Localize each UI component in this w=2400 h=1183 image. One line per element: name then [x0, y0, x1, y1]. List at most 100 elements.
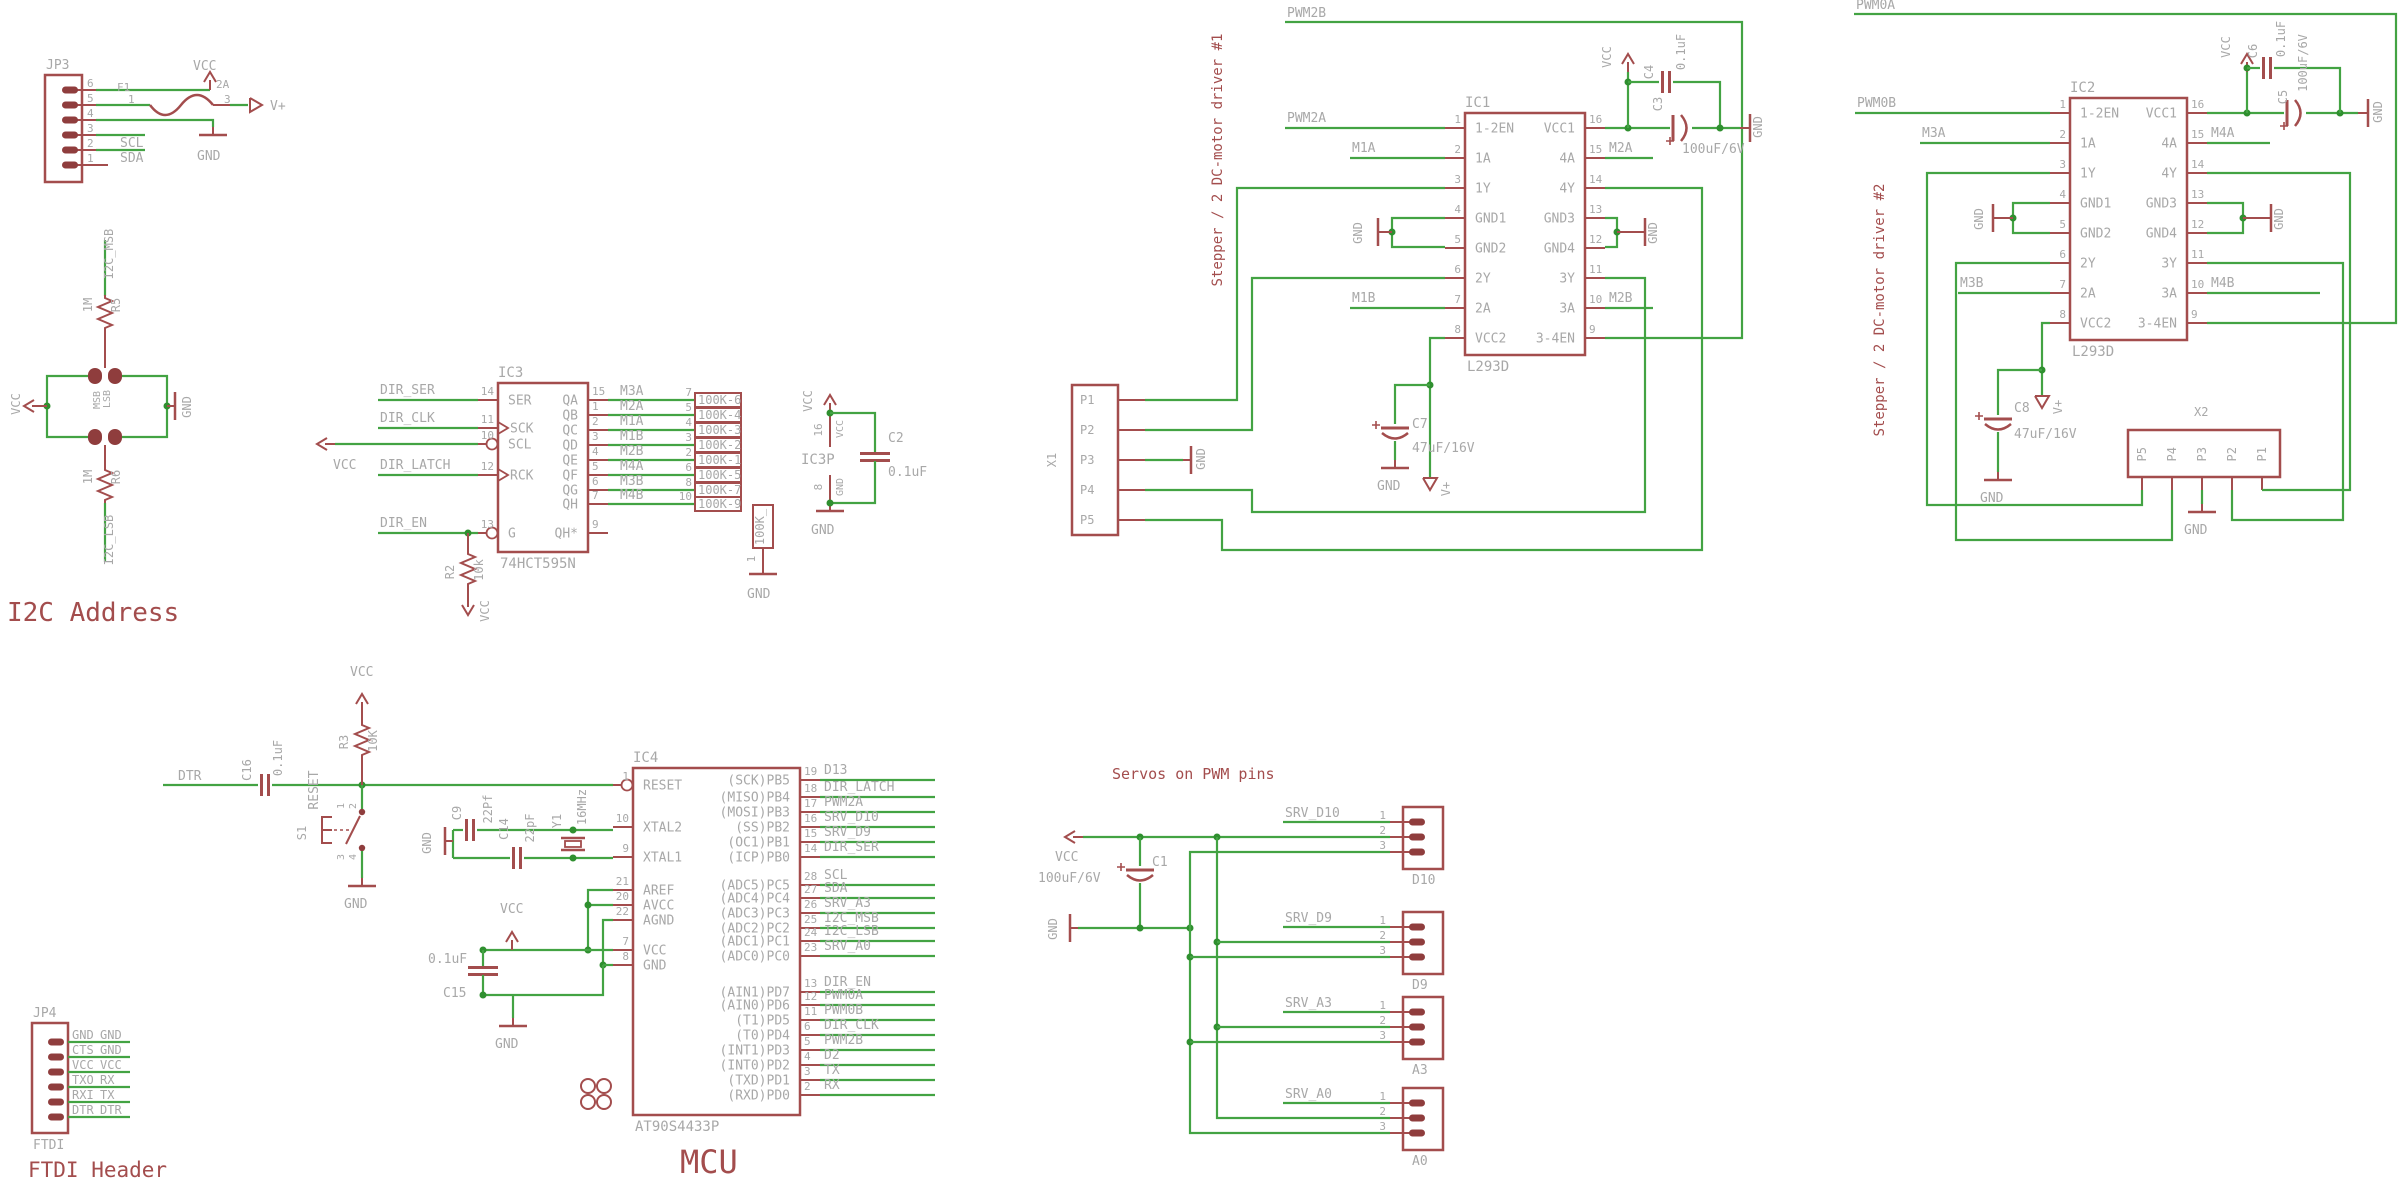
fuse-symbol[interactable] [149, 93, 214, 117]
vcc-arrow-icon[interactable] [461, 604, 475, 617]
pin-pad[interactable] [1409, 1023, 1425, 1031]
pin-pad[interactable] [1409, 923, 1425, 931]
resistor-symbol[interactable] [458, 551, 478, 587]
polarized-cap-symbol[interactable] [2294, 99, 2302, 127]
wire[interactable] [1996, 368, 2042, 415]
solder-jumper-pad[interactable] [108, 368, 122, 384]
pin-pad[interactable] [48, 1083, 64, 1091]
solder-jumper-pad[interactable] [88, 429, 102, 445]
pin-pad[interactable] [48, 1053, 64, 1061]
wire[interactable] [2207, 171, 2352, 492]
wire[interactable] [830, 411, 877, 453]
solder-jumper-pad[interactable] [88, 368, 102, 384]
ic-IC1[interactable]: IC1L293D11-2ENPWM2A21AM1A31Y4GND15GND262… [1285, 95, 1653, 375]
wire[interactable] [2011, 201, 2050, 235]
plus-icon[interactable] [1117, 863, 1125, 871]
vcc-arrow-icon[interactable] [505, 930, 519, 943]
pin-pad[interactable] [48, 1068, 64, 1076]
resistor-network-element[interactable] [694, 496, 742, 512]
pin-pad[interactable] [1409, 848, 1425, 856]
switch-contact[interactable] [358, 808, 366, 816]
pin-pad[interactable] [48, 1038, 64, 1046]
plus-icon[interactable] [1666, 137, 1674, 145]
resistor-symbol[interactable] [95, 467, 115, 503]
connector-body[interactable] [30, 1021, 70, 1135]
pin-pad[interactable] [1409, 1129, 1425, 1137]
wire[interactable] [830, 461, 877, 505]
wire[interactable] [2274, 66, 2342, 113]
wire[interactable] [2040, 321, 2050, 396]
ic-IC4[interactable]: IC4AT90S4433P1RESET10XTAL29XTAL121AREF20… [613, 750, 935, 1135]
wire[interactable] [1673, 80, 1722, 128]
switch-bracket[interactable] [321, 816, 332, 844]
pin-pad[interactable] [1409, 818, 1425, 826]
plus-icon[interactable] [2280, 122, 2288, 130]
pin-pad[interactable] [62, 161, 78, 169]
pin-pad[interactable] [48, 1113, 64, 1121]
pin-pad[interactable] [1409, 938, 1425, 946]
wire[interactable] [2207, 261, 2345, 522]
polarized-cap-symbol[interactable] [1984, 423, 2012, 431]
wire[interactable] [1145, 276, 1445, 432]
wire[interactable] [586, 888, 613, 950]
switch-contact[interactable] [358, 844, 366, 852]
solder-jumper-pad[interactable] [108, 429, 122, 445]
pin-pad[interactable] [1409, 833, 1425, 841]
ic-body[interactable] [496, 381, 590, 554]
wire[interactable] [1428, 336, 1445, 478]
resistor-symbol[interactable] [95, 295, 115, 331]
connector-body[interactable] [2126, 428, 2282, 479]
pin-pad[interactable] [62, 116, 78, 124]
pin-pad[interactable] [62, 86, 78, 94]
wire[interactable] [1188, 850, 1390, 1135]
ic-IC3[interactable]: IC374HCT595N14SERDIR_SER11SCKDIR_CLK10SC… [378, 365, 608, 572]
vcc-arrow-icon[interactable] [22, 399, 35, 413]
wire[interactable] [1390, 216, 1445, 249]
vcc-arrow-icon[interactable] [1063, 830, 1076, 844]
wire[interactable] [1854, 12, 2398, 325]
wire[interactable] [1145, 186, 1445, 402]
ic-body[interactable] [2068, 96, 2189, 342]
vcc-arrow-icon[interactable] [1621, 52, 1635, 65]
vcc-arrow-icon[interactable] [203, 70, 217, 83]
wire[interactable] [2207, 201, 2245, 235]
crystal-symbol[interactable] [564, 840, 582, 848]
connector-body[interactable] [1070, 383, 1120, 537]
wire[interactable] [1285, 20, 1744, 340]
pin-pad[interactable] [48, 1098, 64, 1106]
wire[interactable] [601, 918, 613, 965]
wire[interactable] [96, 118, 215, 127]
pin-pad[interactable] [1409, 1038, 1425, 1046]
wire[interactable] [483, 965, 605, 997]
switch-lever[interactable] [345, 815, 361, 845]
pin-pad[interactable] [62, 146, 78, 154]
wire[interactable] [1145, 186, 1704, 552]
wire[interactable] [122, 374, 169, 439]
pin-pad[interactable] [1409, 1099, 1425, 1107]
wire[interactable] [1954, 261, 2174, 542]
pin-pad[interactable] [62, 131, 78, 139]
vcc-arrow-icon[interactable] [315, 437, 328, 451]
vcc-arrow-icon[interactable] [355, 692, 369, 705]
pin-pad[interactable] [1409, 1114, 1425, 1122]
ic-IC2[interactable]: IC2L293D11-2ENPWM0B21AM3A31Y4GND15GND262… [1855, 80, 2320, 360]
pin-pad[interactable] [1409, 953, 1425, 961]
